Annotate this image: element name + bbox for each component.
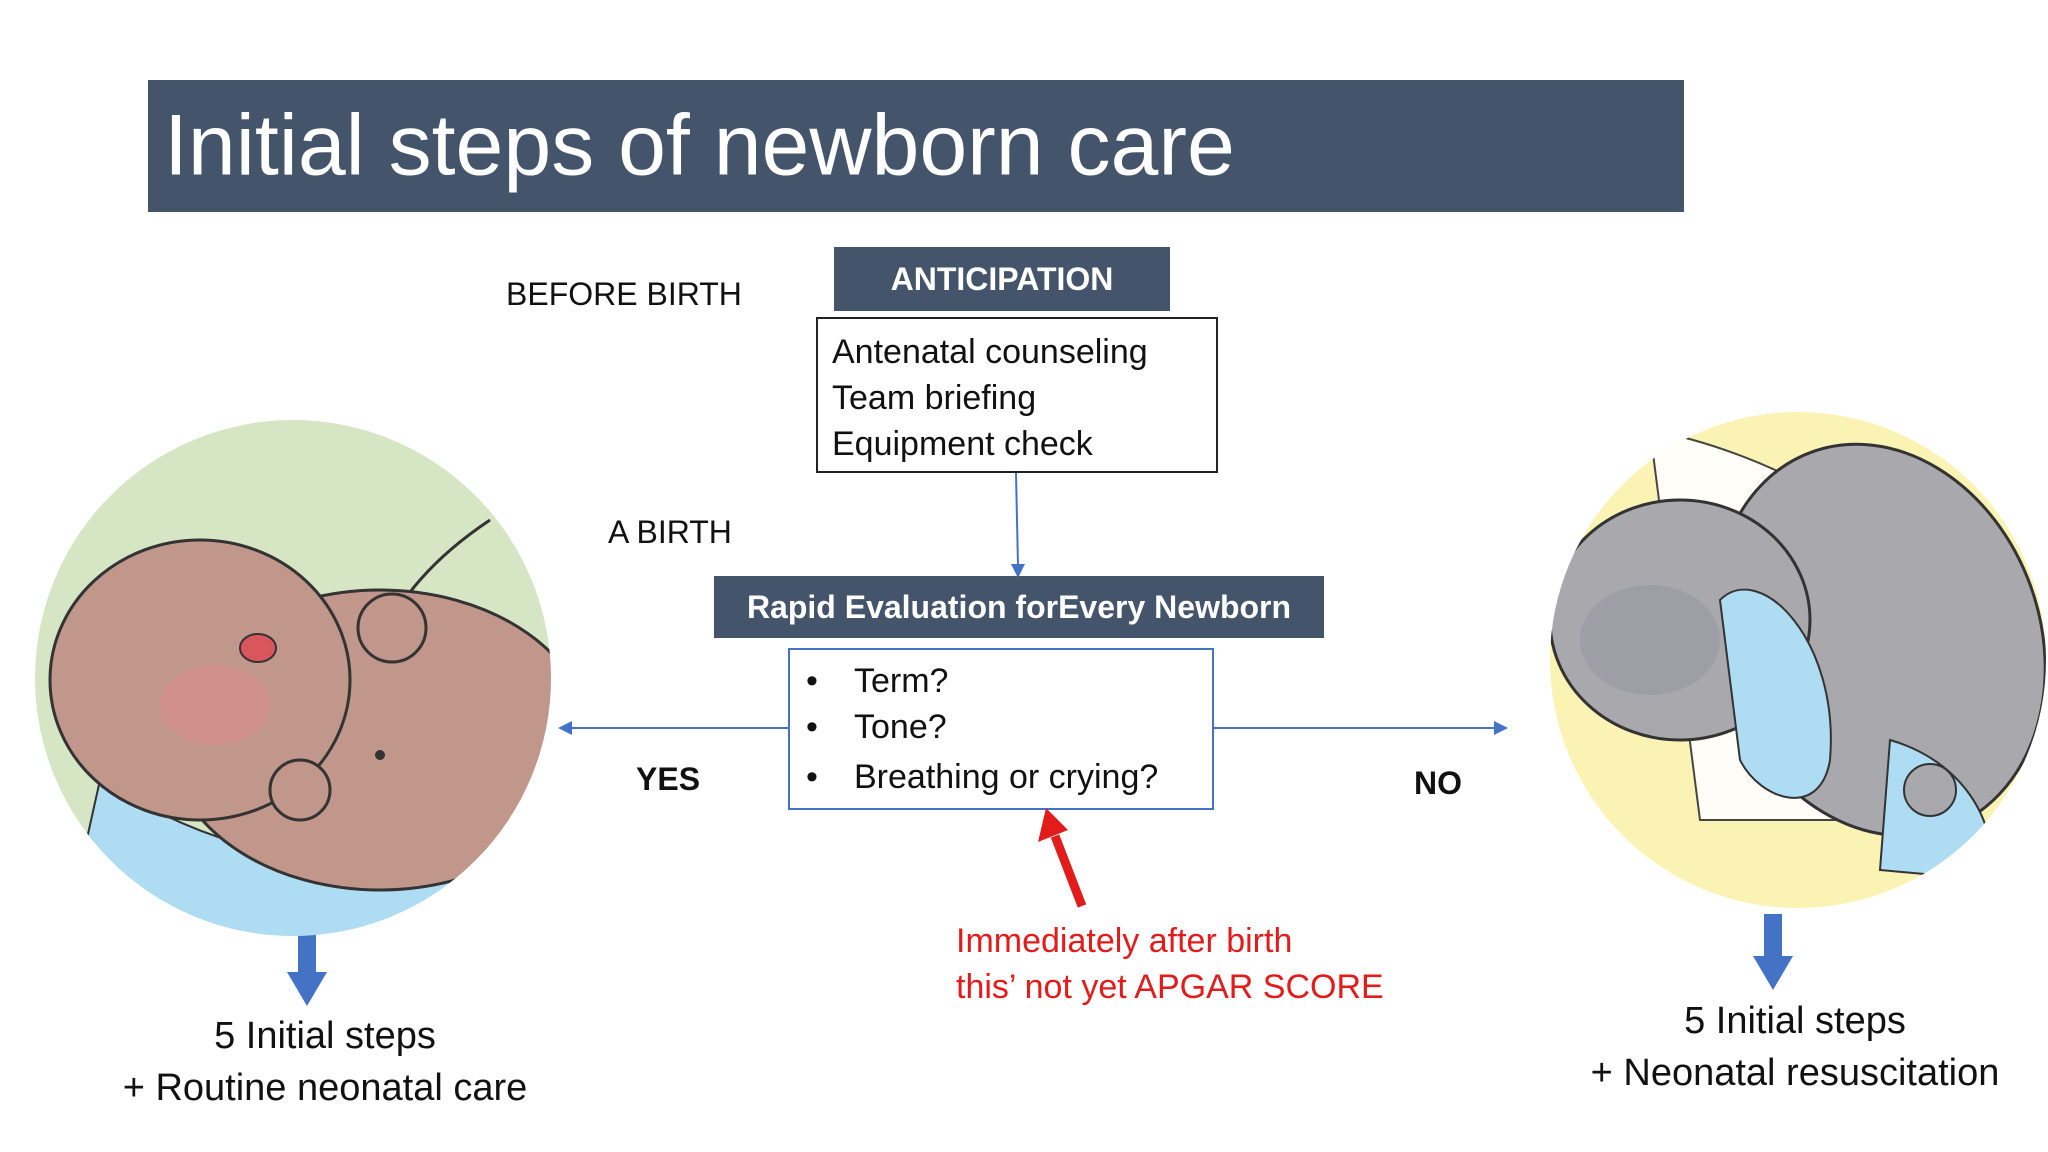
note-line-2: this’ not yet APGAR SCORE bbox=[956, 968, 1384, 1006]
yes-outcome-line-1: 5 Initial steps bbox=[214, 1015, 436, 1057]
before-birth-label: BEFORE BIRTH bbox=[506, 276, 742, 312]
red-pointer-arrow bbox=[1038, 808, 1087, 908]
no-outcome-line-1: 5 Initial steps bbox=[1684, 1000, 1906, 1042]
connector-yes-arrow bbox=[558, 721, 788, 735]
evaluation-header: Rapid Evaluation forEvery Newborn bbox=[714, 576, 1324, 638]
anticipation-box: Antenatal counseling Team briefing Equip… bbox=[816, 317, 1218, 473]
connector-no-arrow bbox=[1214, 721, 1508, 735]
connector-down bbox=[1011, 472, 1025, 578]
page-title: Initial steps of newborn care bbox=[164, 97, 1235, 194]
no-outcome: 5 Initial steps + Neonatal resuscitation bbox=[1500, 995, 2048, 1099]
no-label: NO bbox=[1414, 765, 1462, 801]
no-outcome-line-2: + Neonatal resuscitation bbox=[1590, 1052, 2000, 1094]
no-down-arrow bbox=[1753, 914, 1793, 990]
a-birth-label: A BIRTH bbox=[608, 514, 732, 550]
yes-label: YES bbox=[636, 761, 701, 797]
yes-down-arrow bbox=[287, 930, 327, 1006]
resuscitation-newborn-illustration bbox=[1550, 412, 2046, 908]
evaluation-item: •Breathing or crying? bbox=[806, 758, 1159, 796]
evaluation-item: •Tone? bbox=[806, 708, 947, 746]
note-line-1: Immediately after birth bbox=[956, 922, 1293, 960]
evaluation-item: •Term? bbox=[806, 662, 949, 700]
anticipation-header: ANTICIPATION bbox=[834, 247, 1170, 311]
anticipation-item: Team briefing bbox=[832, 379, 1037, 417]
crying-newborn-illustration bbox=[35, 420, 551, 936]
evaluation-box: •Term? •Tone? •Breathing or crying? bbox=[788, 648, 1214, 810]
yes-outcome: 5 Initial steps + Routine neonatal care bbox=[20, 1010, 630, 1114]
title-bar: Initial steps of newborn care bbox=[148, 80, 1684, 212]
anticipation-item: Antenatal counseling bbox=[832, 333, 1148, 371]
yes-outcome-line-2: + Routine neonatal care bbox=[122, 1067, 528, 1109]
anticipation-item: Equipment check bbox=[832, 425, 1093, 463]
